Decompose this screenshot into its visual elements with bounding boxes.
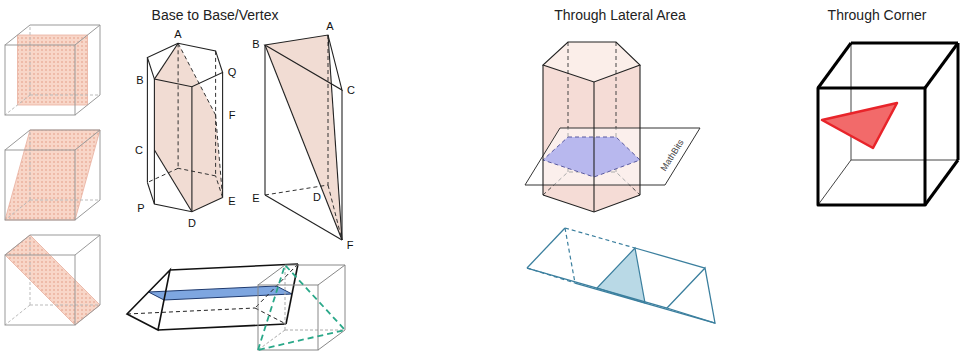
- vertex-label: A: [173, 29, 182, 40]
- vertex-label: C: [346, 85, 356, 96]
- vertex-label: E: [251, 193, 260, 204]
- vertex-label: P: [136, 203, 145, 214]
- cube-slanted-section: [5, 130, 100, 220]
- vertex-label: F: [228, 110, 237, 121]
- vertex-label: C: [134, 145, 144, 156]
- vertex-label: B: [135, 75, 144, 86]
- cube-diagonal-section: [5, 235, 100, 325]
- vertex-label: F: [346, 240, 355, 251]
- vertex-label: D: [187, 218, 197, 229]
- vertex-label: B: [251, 39, 260, 50]
- section-heading: Through Corner: [828, 8, 927, 22]
- section-heading: Through Lateral Area: [554, 8, 686, 22]
- vertex-label: Q: [227, 67, 238, 78]
- vertex-label: A: [325, 21, 334, 32]
- box-green-section: [258, 265, 345, 350]
- lateral-section-prism: [527, 228, 715, 323]
- section-heading: Base to Base/Vertex: [152, 8, 279, 22]
- vertex-label: D: [312, 192, 322, 203]
- hexagonal-prism: [147, 43, 222, 211]
- triangular-prism: [265, 35, 342, 240]
- lying-prism-blue-slice: [127, 264, 298, 330]
- corner-section-cube: [818, 43, 958, 205]
- watermark: MathBits: [660, 138, 686, 172]
- pentagonal-prism-plane: [525, 42, 700, 212]
- cube-vertical-section: [5, 25, 100, 115]
- vertex-label: E: [227, 196, 236, 207]
